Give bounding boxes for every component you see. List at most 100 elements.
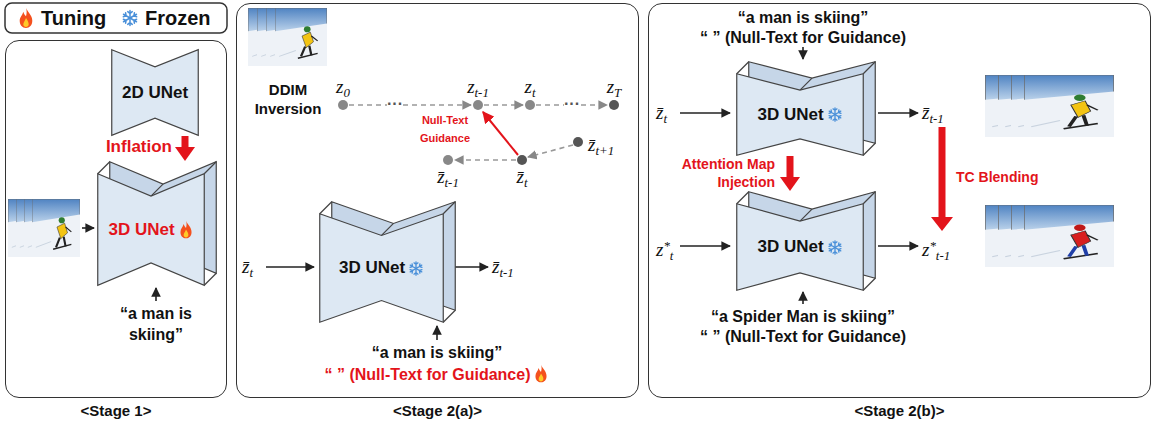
stage-caption-slot: <Stage 2(b)> [649,402,1150,420]
math-subscript: t [532,85,536,100]
unet-label-row: 3D UNet [339,258,424,278]
block-arrow [175,136,195,161]
math-symbol: z̄ [492,256,499,277]
math-symbol: z̄ [437,166,444,187]
fire-icon [180,221,191,238]
prompt-arrow [155,288,157,301]
edge-label-slot: Inflation [54,137,172,157]
unet-depth-edge [98,162,110,174]
math-symbol: z [336,76,343,97]
latent-variable: zt-1 [467,76,489,97]
latent-dot [338,100,348,110]
fire-icon [536,365,547,382]
latent-variable: z̄t-1 [492,256,514,277]
latent-dot [473,100,483,110]
text-label: “ ” (Null-Text for Guidance) [325,366,531,383]
unet-label: 3D UNet [339,258,405,278]
ellipsis: ··· [387,95,403,112]
unet-depth-edge [737,62,749,74]
unet-depth-edge [863,143,875,155]
label-slot: ··· [380,94,410,114]
stage-caption: <Stage 2(a)> [393,402,482,419]
denoising-step [528,145,573,157]
legend-item: Frozen [118,6,211,30]
math-subscript: t [249,265,253,280]
text-label: “a man is skiing” [738,9,869,26]
video-frame [275,8,327,66]
latent-dot [525,100,535,110]
unet-label-row: 3D UNet [757,237,842,257]
math-symbol: z [607,76,614,97]
prompt-arrow [802,292,804,304]
math-symbol: z [467,76,474,97]
math-symbol: z̄ [588,134,595,155]
math-symbol: z [656,239,663,260]
unet-front-face [320,214,444,323]
math-subscript: T [614,85,621,100]
unet-2d-block: 2D UNet [111,49,199,136]
block-arrow [780,156,800,191]
fire-icon [20,8,33,28]
unet-label-row: 2D UNet [122,83,188,103]
latent-variable: zT [607,76,622,97]
latent-dot [573,137,583,147]
snowflake-icon [828,108,842,121]
unet-label: 3D UNet [757,237,823,257]
unet-depth-edge [443,202,455,214]
latent-dot [609,100,619,110]
input-arrow [82,227,94,229]
stage-panel: 3D UNet<Stage 2(a)> [236,3,639,398]
prompt-arrow [436,326,438,340]
math-subscript: t-1 [475,85,489,100]
label-slot: Null-Text Guidance [414,110,476,146]
snowflake-icon [121,7,139,29]
math-subscript: t [663,111,667,126]
math-subscript: 0 [343,85,349,100]
label-slot: “a man is skiing” [287,342,587,363]
latent-variable: z̄t [517,166,528,187]
latent-variable: z0 [336,76,350,97]
ellipsis: ··· [564,95,580,112]
label-slot: z̄t [502,166,542,194]
math-symbol: z [525,76,532,97]
unet-label: 3D UNet [757,105,823,125]
snowflake-icon [408,259,424,278]
text-label: DDIM Inversion [255,81,322,117]
unet-label-row: 3D UNet [757,105,842,125]
text-label: “a Spider Man is skiing” [711,308,895,325]
math-superscript: * [663,238,669,253]
text-label: “ ” (Null-Text for Guidance) [700,29,906,46]
fire-icon [178,220,194,239]
label-slot: z̄t [242,256,272,284]
label-slot: z0 [323,76,363,104]
unet-front-face [737,204,864,291]
label-slot: z̄t-1 [423,166,473,194]
output-arrow [878,112,918,114]
unet-depth-edge [204,162,216,174]
label-slot: “ ” (Null-Text for Guidance) [287,364,587,385]
label-slot: DDIM Inversion [246,80,330,118]
unet-front-face [737,74,864,156]
unet-front-face [112,50,199,136]
input-arrow [680,112,730,114]
math-symbol: z [922,239,929,260]
label-slot: z̄t-1 [492,256,542,284]
math-symbol: z̄ [656,102,663,123]
stage-panel: 2D UNet3D UNet<Stage 1> [5,40,227,398]
arrow-shaft [182,136,189,148]
latent-variable: z̄t-1 [922,102,944,123]
video-frame [1024,75,1114,137]
edge-label-slot: Attention Map Injection [660,155,775,191]
unet-3d-block: 3D UNet [97,161,217,286]
label-slot: z*t-1 [922,235,972,267]
snowflake-icon [409,261,423,274]
snowflake-icon [828,240,842,253]
text-label: TC Blending [956,169,1038,185]
unet-label: 2D UNet [122,83,188,103]
unet-depth-edge [737,192,749,204]
edge-label: Attention Map Injection [682,156,775,190]
label-slot: zT [594,76,634,104]
text-label: “a man is skiing” [120,305,192,343]
